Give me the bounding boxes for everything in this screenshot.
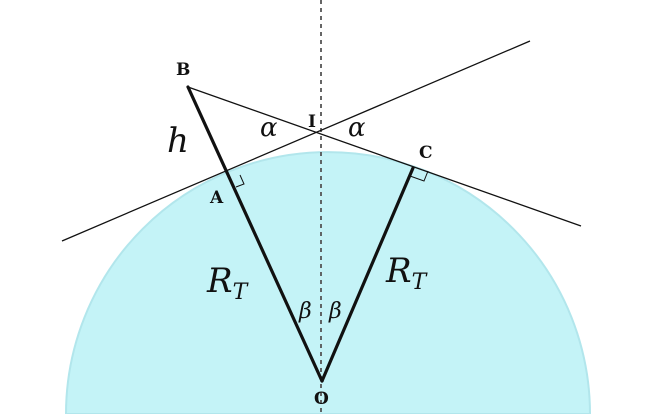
radius-left-sub: T — [233, 280, 250, 305]
height-label-h: h — [167, 121, 189, 161]
radius-label-right: RT — [385, 251, 429, 295]
tangent-line-through-a — [61, 40, 531, 242]
point-label-a: A — [209, 188, 224, 208]
angle-label-beta-left: β — [298, 299, 312, 324]
right-angle-marker-a — [235, 174, 245, 188]
point-label-c: C — [419, 143, 433, 163]
angle-label-beta-right: β — [328, 299, 342, 324]
point-label-o: O — [314, 389, 329, 409]
right-angle-marker-c — [409, 170, 429, 182]
segment-b-to-o — [186, 85, 324, 383]
radius-label-left: RT — [206, 261, 250, 305]
angle-label-alpha-left: α — [260, 113, 278, 143]
radius-left-main: R — [206, 261, 233, 301]
earth-circle — [64, 151, 592, 414]
point-label-b: B — [176, 60, 190, 80]
angle-label-alpha-right: α — [348, 113, 366, 143]
segment-c-to-o — [320, 166, 415, 383]
point-label-i: I — [308, 112, 316, 132]
radius-right-main: R — [385, 251, 412, 291]
tangent-line-through-c — [187, 86, 582, 227]
radius-right-sub: T — [412, 270, 429, 295]
